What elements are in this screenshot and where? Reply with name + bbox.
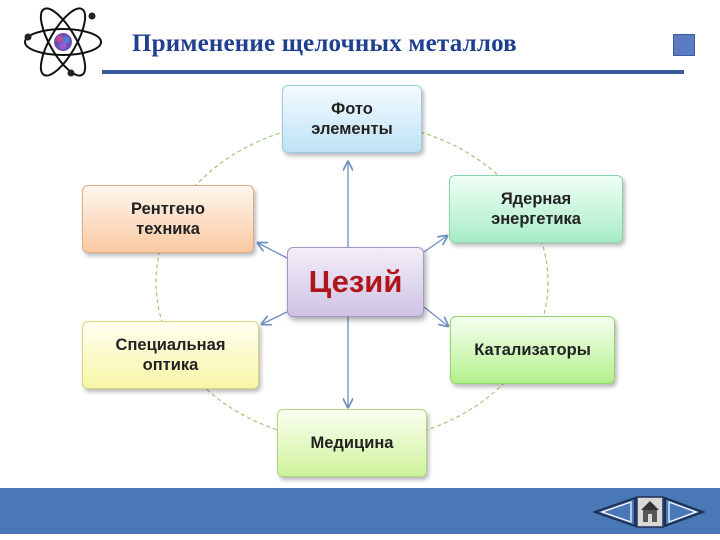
title-underline bbox=[102, 70, 684, 74]
arrow-left-icon[interactable] bbox=[593, 496, 636, 528]
page-title: Применение щелочных металлов bbox=[132, 30, 517, 57]
arrow-to-optics bbox=[262, 311, 288, 324]
atom-icon bbox=[24, 7, 102, 77]
home-icon[interactable] bbox=[636, 496, 664, 528]
node-xray-technology: Рентгено техника bbox=[82, 185, 254, 253]
node-photo-elements: Фото элементы bbox=[282, 85, 422, 153]
node-nuclear-energy: Ядерная энергетика bbox=[449, 175, 623, 243]
arrow-right-icon[interactable] bbox=[664, 496, 705, 528]
nav-controls bbox=[593, 496, 705, 528]
arrow-to-xray bbox=[258, 243, 288, 259]
square-icon bbox=[673, 34, 695, 56]
arrow-to-nuclear bbox=[423, 236, 447, 253]
node-center-cesium: Цезий bbox=[287, 247, 424, 317]
node-special-optics: Специальная оптика bbox=[82, 321, 259, 389]
node-catalysts: Катализаторы bbox=[450, 316, 615, 384]
node-medicine: Медицина bbox=[277, 409, 427, 477]
arrow-to-catalysts bbox=[423, 306, 448, 326]
